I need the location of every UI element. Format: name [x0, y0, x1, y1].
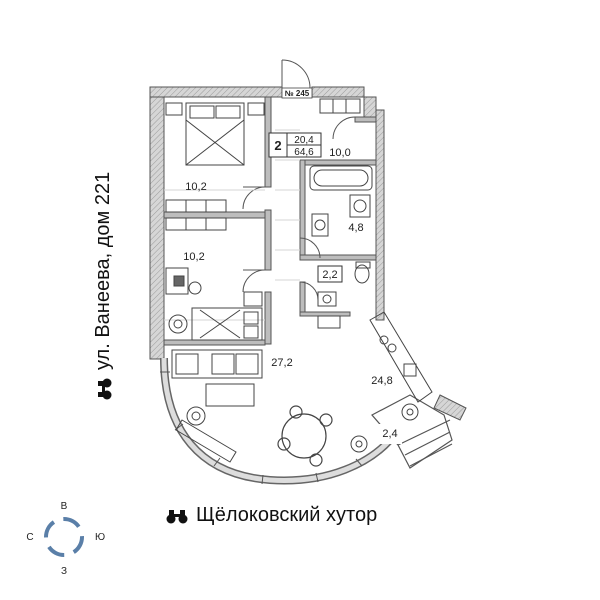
kitchen-counter — [317, 311, 433, 403]
living-area: 20,4 — [294, 135, 314, 146]
sink-toilet — [317, 291, 337, 307]
plant-living — [186, 403, 419, 453]
apartment-badge: № 245 2 20,4 64,6 — [268, 87, 322, 158]
compass-west: С — [26, 532, 33, 543]
balcony — [371, 394, 453, 469]
area-bathroom: 4,8 — [348, 222, 363, 234]
compass: В З С Ю — [26, 501, 105, 577]
compass-south: З — [61, 566, 67, 577]
area-balcony: 2,4 — [382, 428, 397, 440]
district-label-text: Щёлоковский хутор — [196, 504, 378, 526]
street-label-text: ул. Ванеева, дом 221 — [92, 171, 114, 370]
total-area: 64,6 — [294, 147, 314, 158]
compass-east: Ю — [95, 532, 105, 543]
binoculars-icon — [166, 509, 188, 523]
apartment-number: № 245 — [285, 89, 310, 98]
compass-north: В — [61, 501, 68, 512]
area-bedroom-middle: 10,2 — [183, 251, 204, 263]
area-toilet: 2,2 — [322, 269, 337, 281]
bed-middle — [191, 291, 263, 341]
area-bedroom-top: 10,2 — [185, 181, 206, 193]
hall-wardrobe — [319, 98, 361, 114]
washer — [349, 194, 371, 218]
coffee-table — [205, 383, 255, 407]
toilet-fixture — [354, 261, 371, 284]
interior-walls — [163, 96, 377, 346]
binoculars-icon — [97, 378, 111, 400]
plant-bedroom — [168, 314, 188, 334]
bed-top — [165, 102, 265, 166]
area-living-room: 27,2 — [271, 357, 292, 369]
tv-console — [175, 419, 237, 463]
sofa — [171, 349, 263, 379]
district-label: Щёлоковский хутор — [166, 504, 377, 527]
dining-table — [277, 405, 333, 467]
sink-bath — [311, 213, 329, 237]
street-label: ул. Ванеева, дом 221 — [92, 172, 115, 400]
area-hall: 10,0 — [329, 147, 350, 159]
area-kitchen: 24,8 — [371, 375, 392, 387]
wardrobe-top — [165, 199, 227, 231]
bathtub — [309, 165, 373, 191]
desk — [165, 267, 202, 295]
room-count: 2 — [274, 138, 281, 153]
entrance-door — [281, 59, 311, 89]
